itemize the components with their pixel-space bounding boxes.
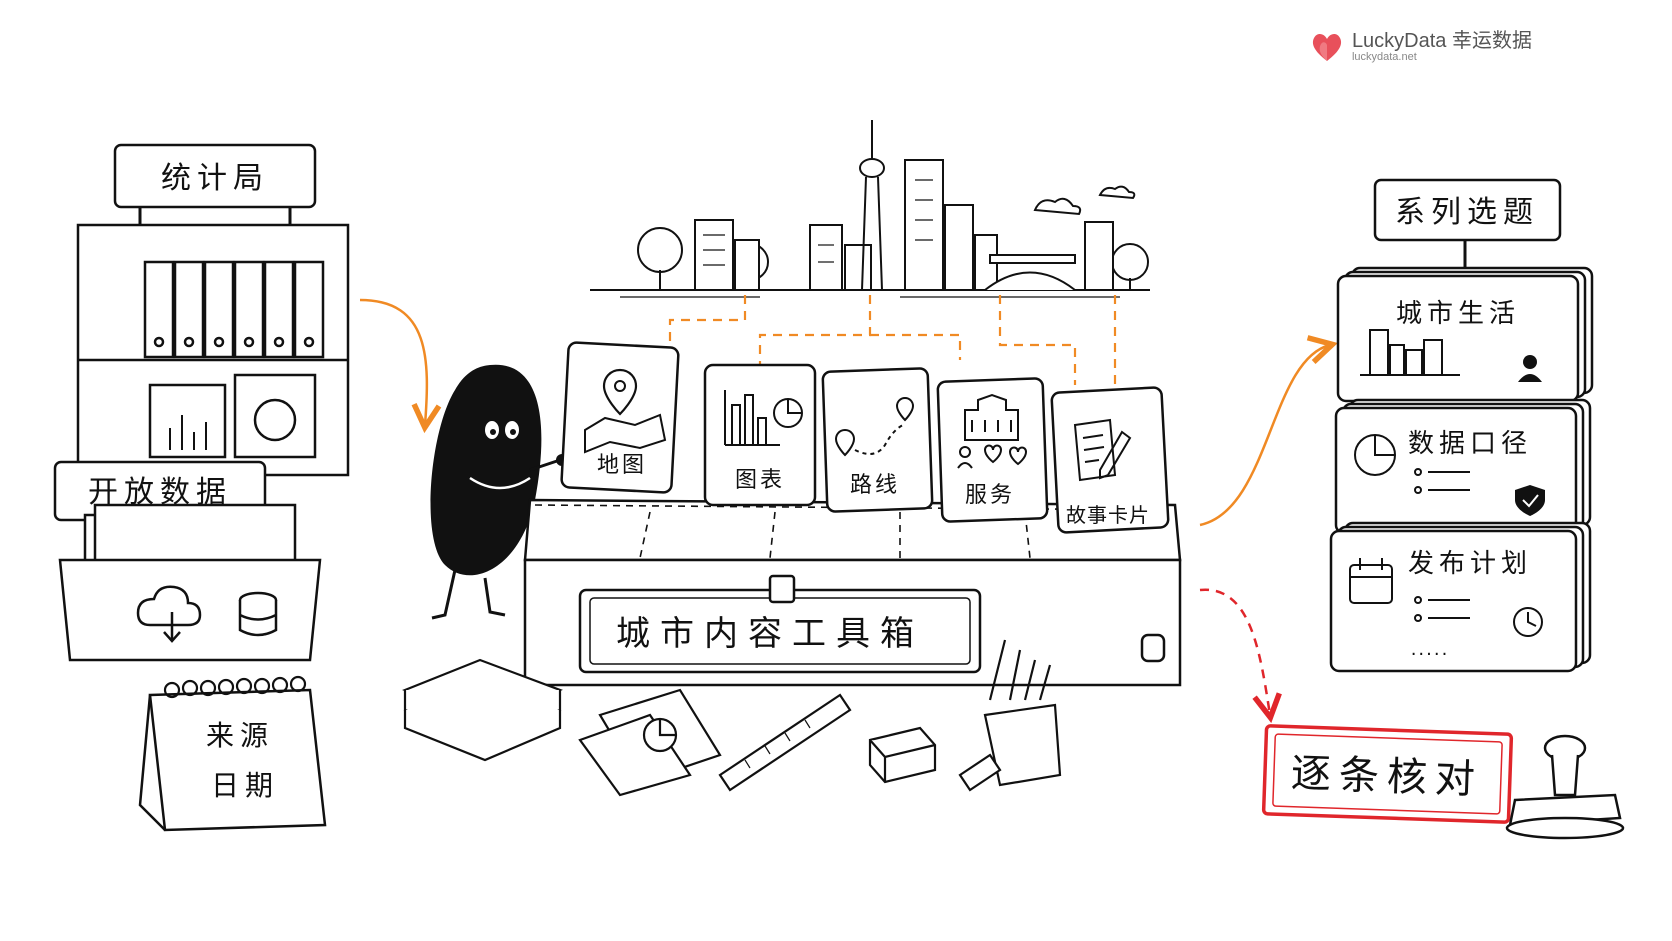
bureau-label: 统计局 bbox=[161, 161, 269, 196]
service-card-label: 服务 bbox=[965, 483, 1015, 508]
series-card-publish-plan bbox=[1329, 521, 1592, 673]
brand-name: LuckyData 幸运数据 bbox=[1351, 30, 1532, 52]
person-icon bbox=[1523, 355, 1537, 369]
series-card-city-life bbox=[1336, 266, 1594, 403]
series-sign: 系列选题 bbox=[1373, 178, 1562, 268]
skyline-card-links bbox=[668, 295, 1117, 385]
map-card: 地图 bbox=[560, 341, 680, 494]
rubber-stamp bbox=[1505, 734, 1625, 840]
open-data-crate bbox=[58, 503, 322, 662]
source-date-calendar: 来源 日期 bbox=[138, 675, 327, 832]
city-skyline bbox=[590, 120, 1150, 298]
story-card-label: 故事卡片 bbox=[1066, 503, 1150, 527]
bureau-bookshelf bbox=[76, 223, 350, 477]
brand-url: luckydata.net bbox=[1351, 51, 1417, 63]
shield-check-icon bbox=[1515, 485, 1545, 516]
route-card-label: 路线 bbox=[850, 473, 900, 498]
verify-stamp: 逐条核对 bbox=[1261, 724, 1514, 824]
series-label: 系列选题 bbox=[1395, 195, 1539, 230]
route-card: 路线 bbox=[821, 367, 934, 513]
series-card-title-1: 城市生活 bbox=[1396, 299, 1520, 329]
toolbox-label: 城市内容工具箱 bbox=[616, 614, 924, 654]
series-card-data-caliber bbox=[1334, 398, 1592, 535]
bureau-to-character-arrow bbox=[359, 298, 442, 434]
toolbox-cards: 地图 图表 路线 bbox=[560, 341, 1170, 534]
clock-icon bbox=[1513, 607, 1543, 637]
series-card-title-3: 发布计划 bbox=[1408, 549, 1532, 579]
series-ellipsis: ..... bbox=[1411, 639, 1450, 660]
heart-logo-icon bbox=[1312, 33, 1342, 61]
map-card-label: 地图 bbox=[597, 453, 647, 478]
service-card: 服务 bbox=[936, 377, 1049, 523]
bureau-sign: 统计局 bbox=[113, 143, 317, 225]
toolbox-to-series-arrow bbox=[1199, 335, 1338, 527]
series-card-title-2: 数据口径 bbox=[1408, 429, 1532, 459]
series-card-stack: 城市生活 数据口径 bbox=[1329, 266, 1594, 673]
calendar-source-label: 来源 bbox=[206, 719, 274, 752]
story-card: 故事卡片 bbox=[1050, 386, 1170, 534]
chart-card: 图表 bbox=[703, 363, 817, 507]
verify-stamp-label: 逐条核对 bbox=[1290, 751, 1483, 804]
desk-props bbox=[402, 639, 1062, 797]
chart-card-label: 图表 bbox=[735, 468, 785, 493]
blob-character bbox=[430, 364, 568, 620]
toolbox-to-verify-arrow bbox=[1199, 588, 1282, 724]
calendar-date-label: 日期 bbox=[211, 769, 279, 802]
brand-logo: LuckyData 幸运数据 luckydata.net bbox=[1310, 30, 1532, 64]
city-content-toolbox bbox=[523, 498, 1182, 687]
